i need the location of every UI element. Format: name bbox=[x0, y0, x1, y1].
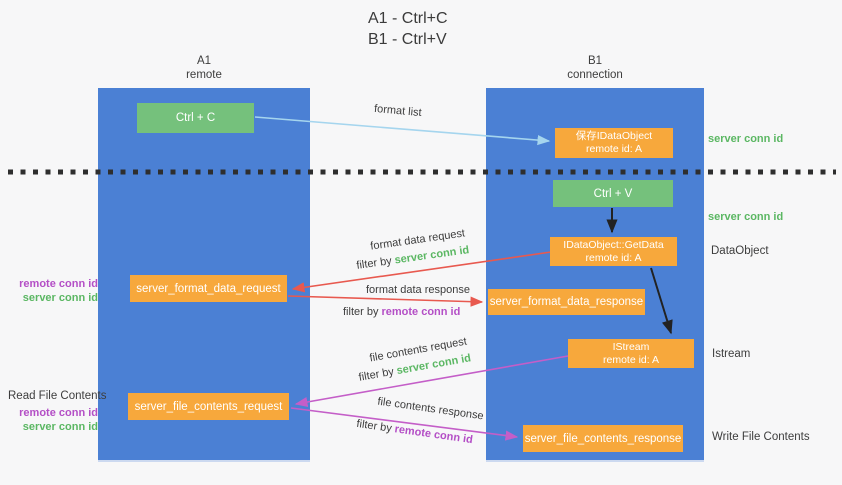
format-list-label: format list bbox=[373, 102, 423, 120]
node-server-file-contents-request-label: server_file_contents_request bbox=[134, 400, 283, 413]
title-line-1: A1 - Ctrl+C bbox=[368, 10, 448, 27]
node-ctrl-c: Ctrl + C bbox=[137, 103, 254, 133]
annotation-istream: Istream bbox=[712, 348, 751, 360]
node-server-file-contents-request: server_file_contents_request bbox=[128, 393, 289, 420]
node-istream: IStream remote id: A bbox=[568, 339, 694, 368]
node-ctrl-c-label: Ctrl + C bbox=[175, 112, 216, 124]
lane-a-header: A1 remote bbox=[98, 55, 310, 82]
annotation-dataobject: DataObject bbox=[711, 245, 769, 257]
filter-id-remote-conn-id: remote conn id bbox=[393, 423, 474, 447]
format-data-response-label: format data response bbox=[366, 284, 470, 296]
node-istream-line2: remote id: A bbox=[602, 353, 660, 366]
node-server-format-data-response-label: server_format_data_response bbox=[489, 296, 644, 308]
node-save-idataobject-line2: remote id: A bbox=[585, 143, 643, 155]
node-idataobject-getdata-line1: IDataObject::GetData bbox=[563, 238, 664, 251]
annotation-server-conn-id-1: server conn id bbox=[708, 133, 784, 145]
lane-b-subtitle: connection bbox=[567, 68, 623, 81]
annotation-remote-conn-id-2: remote conn id bbox=[19, 407, 98, 419]
title-line-2: B1 - Ctrl+V bbox=[368, 31, 447, 48]
node-server-format-data-response: server_format_data_response bbox=[488, 289, 645, 315]
annotation-left-server-conn-id-1: server conn id bbox=[22, 292, 98, 304]
annotation-remote-conn-id-1: remote conn id bbox=[19, 278, 98, 290]
node-save-idataobject-line1: 保存IDataObject bbox=[575, 130, 653, 142]
annotation-write-file-contents: Write File Contents bbox=[712, 431, 810, 443]
filter-prefix: filter by bbox=[355, 255, 393, 272]
lane-b-name: B1 bbox=[587, 55, 603, 67]
annotation-left-server-conn-id-2: server conn id bbox=[22, 421, 98, 433]
diagram-title: A1 - Ctrl+C B1 - Ctrl+V bbox=[368, 8, 448, 50]
filter-id-remote-conn-id: remote conn id bbox=[381, 306, 461, 318]
lane-a-subtitle: remote bbox=[186, 68, 222, 81]
node-idataobject-getdata-line2: remote id: A bbox=[585, 251, 642, 264]
annotation-server-conn-id-2: server conn id bbox=[708, 211, 784, 223]
lane-a-name: A1 bbox=[196, 55, 212, 67]
node-server-file-contents-response: server_file_contents_response bbox=[523, 425, 683, 452]
node-server-file-contents-response-label: server_file_contents_response bbox=[524, 432, 682, 445]
node-server-format-data-request: server_format_data_request bbox=[130, 275, 287, 302]
annotation-read-file-contents: Read File Contents bbox=[8, 390, 107, 402]
node-ctrl-v-label: Ctrl + V bbox=[593, 187, 633, 200]
node-save-idataobject: 保存IDataObject remote id: A bbox=[555, 128, 673, 158]
node-idataobject-getdata: IDataObject::GetData remote id: A bbox=[550, 237, 677, 266]
lane-b-header: B1 connection bbox=[486, 55, 704, 82]
filter-prefix: filter by bbox=[343, 306, 379, 318]
format-data-response-arrow bbox=[287, 295, 484, 307]
node-ctrl-v: Ctrl + V bbox=[553, 180, 673, 207]
file-contents-response-label: file contents response bbox=[376, 395, 485, 423]
node-server-format-data-request-label: server_format_data_request bbox=[136, 282, 281, 295]
node-istream-line1: IStream bbox=[612, 340, 650, 353]
filter-prefix: filter by bbox=[357, 365, 395, 384]
filter-prefix: filter by bbox=[355, 417, 393, 435]
file-contents-response-filter-label: filter byremote conn id bbox=[356, 418, 474, 446]
